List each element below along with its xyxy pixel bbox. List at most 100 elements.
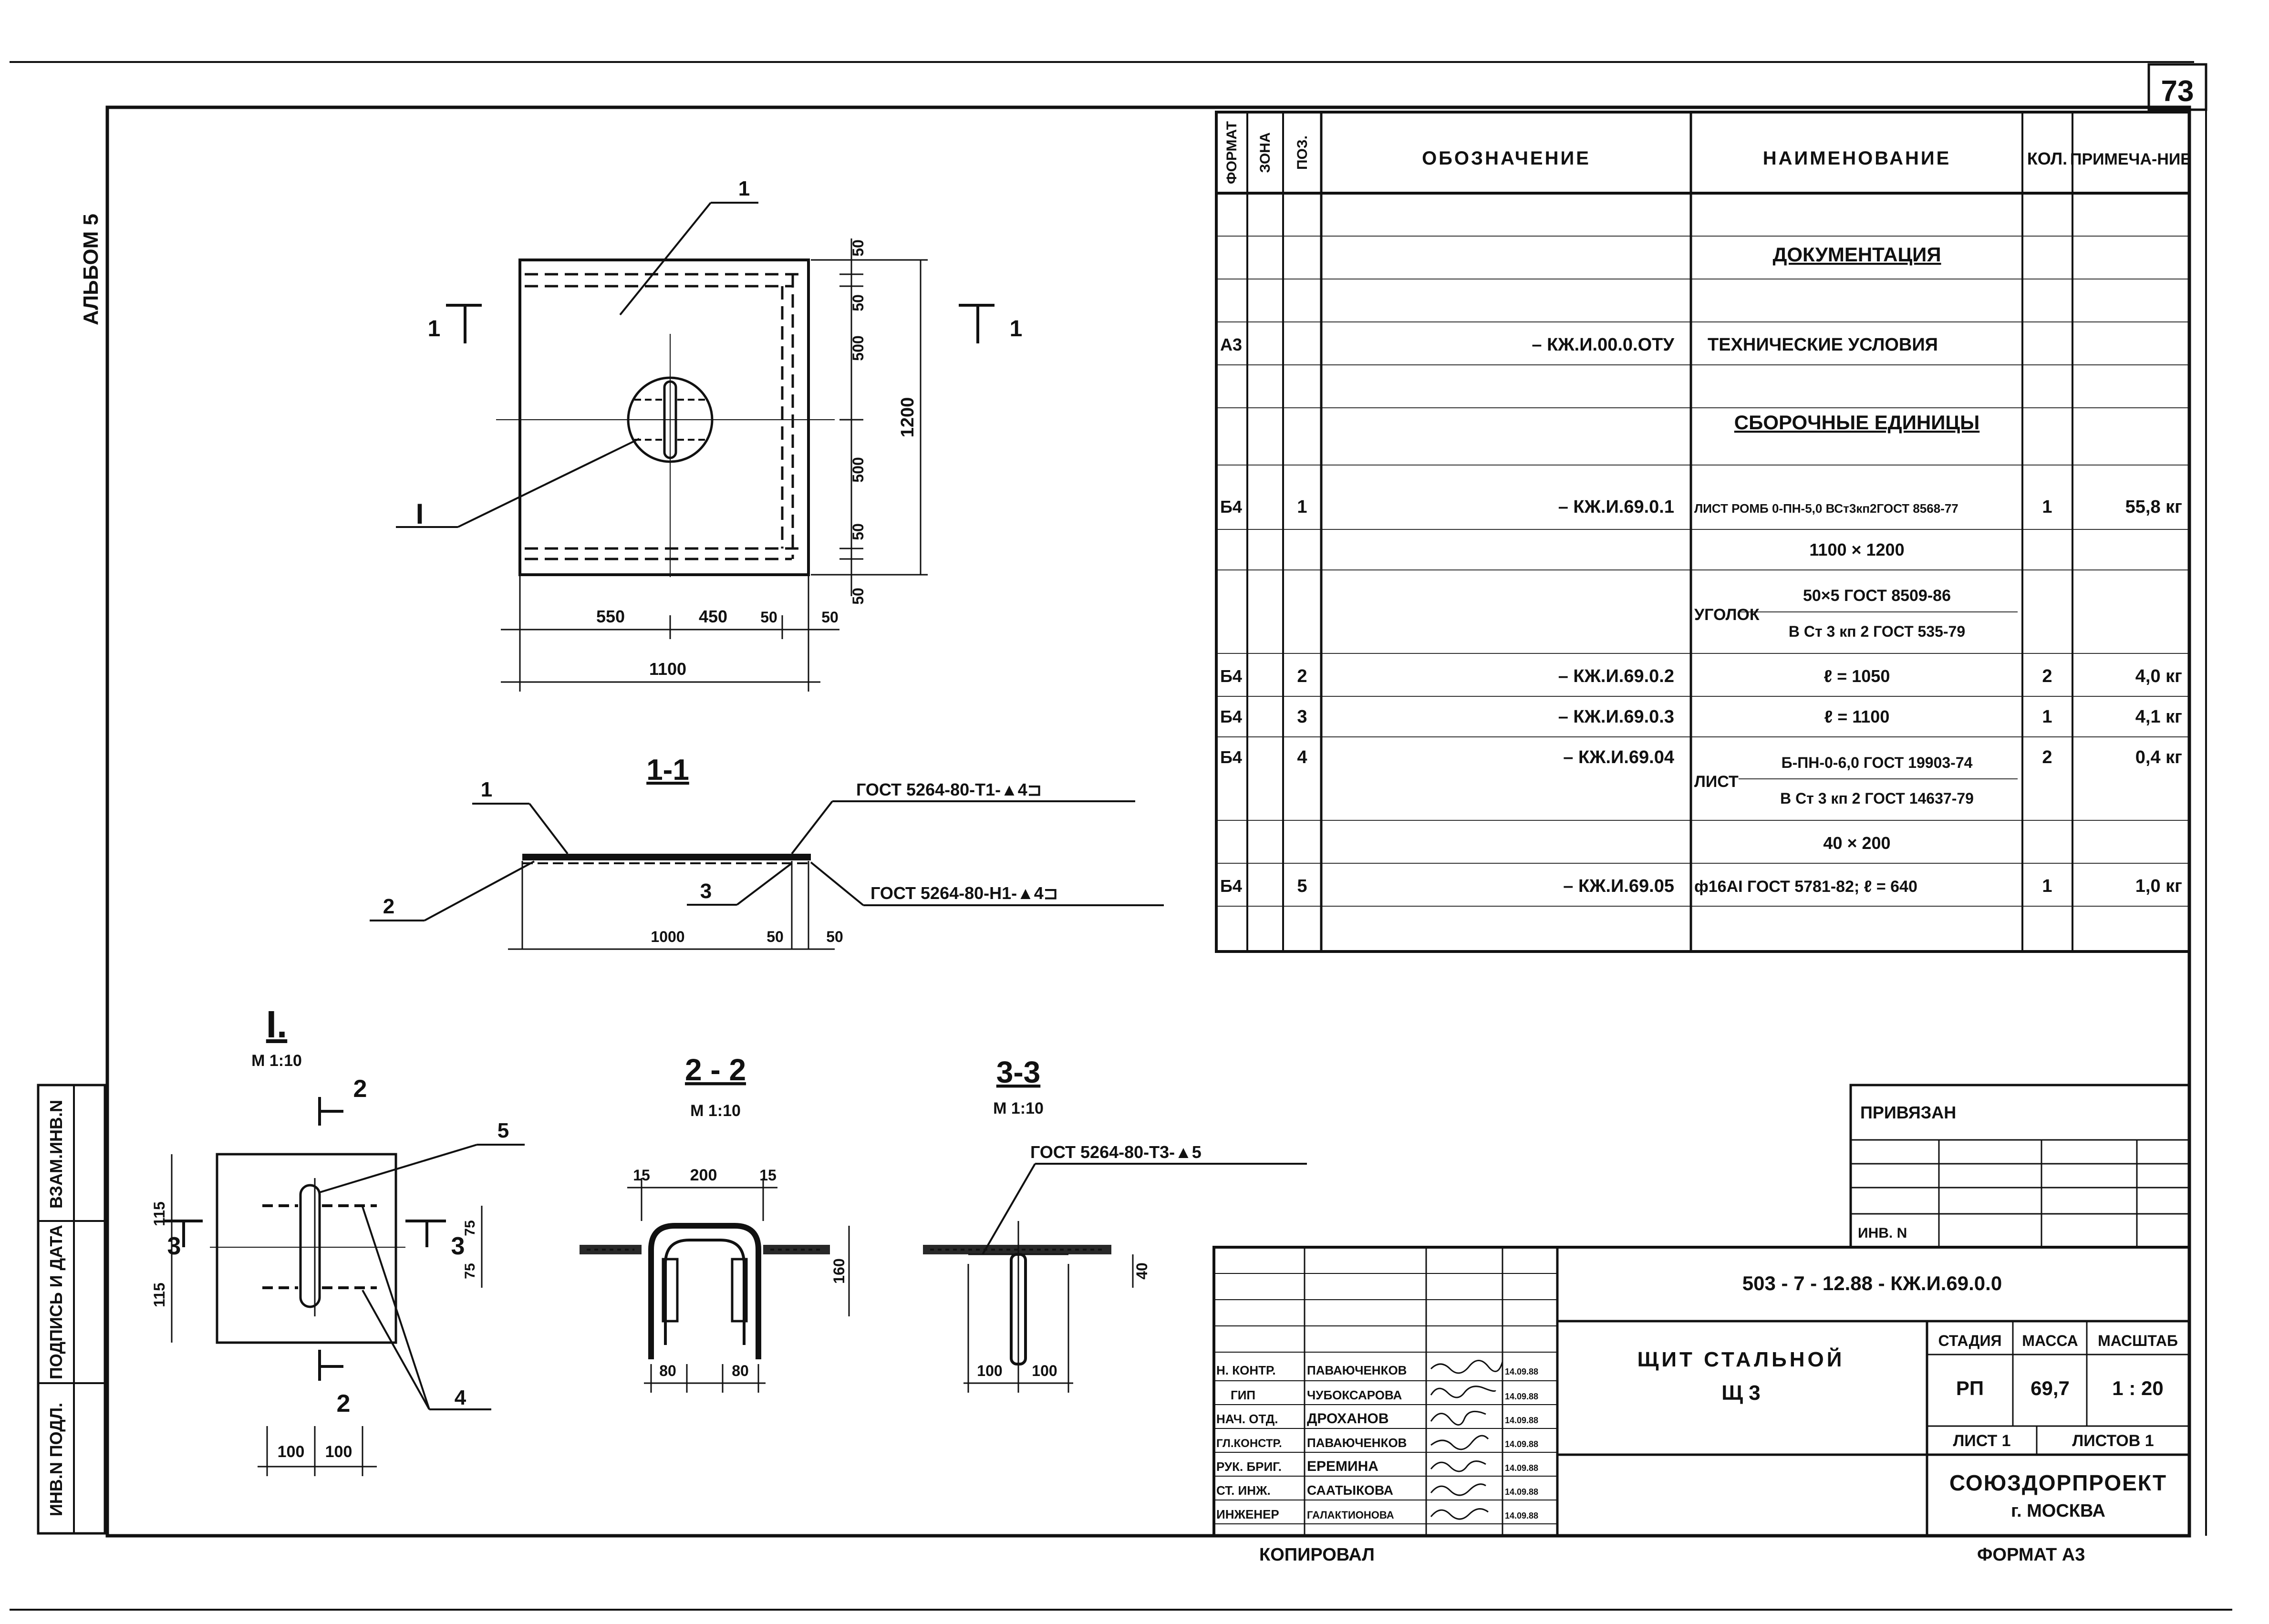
- spec-row-name: 40 × 200: [1823, 833, 1890, 853]
- drawing-title: ЩИТ СТАЛЬНОЙ: [1637, 1347, 1845, 1371]
- copied-by-label: КОПИРОВАЛ: [1259, 1545, 1375, 1565]
- section-3-3-dim-bottom: 100: [977, 1362, 1002, 1379]
- plan-section-mark-right: 1: [1010, 316, 1023, 341]
- plan-callout-1: 1: [738, 177, 750, 200]
- spec-row-qty: 1: [2042, 876, 2052, 896]
- weld-label-top: ГОСТ 5264-80-Т1-▲4⊐: [856, 780, 1042, 799]
- plan-node-mark: I: [416, 498, 424, 530]
- spec-row-format: Б4: [1220, 707, 1242, 726]
- spec-row-pos: 3: [1297, 707, 1307, 727]
- spec-row-format: Б4: [1220, 497, 1242, 517]
- signer-name: СААТЫКОВА: [1307, 1483, 1393, 1498]
- section-2-2: 2 - 2 М 1:10 15 200 15 160 80 80: [580, 1053, 850, 1393]
- plan-dim-total-width: 1100: [649, 659, 686, 679]
- signer-date: 14.09.88: [1505, 1463, 1538, 1473]
- drawing-subtitle: Щ 3: [1721, 1381, 1761, 1405]
- spec-row-name: ЛИСТ РОМБ 0-ПН-5,0 ВСт3кп2ГОСТ 8568-77: [1694, 501, 1958, 516]
- stage-value: РП: [1956, 1377, 1984, 1399]
- signer-role: ИНЖЕНЕР: [1216, 1507, 1279, 1521]
- node-I-dim-bottom: 100: [325, 1443, 352, 1461]
- sheet-frame: 73 АЛЬБОМ 5: [10, 61, 2232, 1611]
- node-I-mark: 2: [353, 1075, 367, 1103]
- section-1-1-callout: 1: [481, 778, 492, 801]
- specification-table: ФОРМАТ ЗОНА ПОЗ. ОБОЗНАЧЕНИЕ НАИМЕНОВАНИ…: [1215, 111, 2191, 953]
- plan-dim-right: 50: [850, 588, 867, 605]
- plan-dim-total-height: 1200: [898, 397, 918, 438]
- spec-row-name-top: 50×5 ГОСТ 8509-86: [1803, 587, 1951, 605]
- signer-name: ПАВАЮЧЕНКОВ: [1307, 1436, 1407, 1450]
- node-I-dim-left: 115: [151, 1201, 168, 1226]
- signer-name: ЕРЕМИНА: [1307, 1458, 1378, 1474]
- scale-label: МАСШТАБ: [2098, 1332, 2178, 1349]
- spec-row-designation: – КЖ.И.69.0.3: [1558, 707, 1674, 727]
- mass-label: МАССА: [2022, 1332, 2078, 1349]
- signer-role: НАЧ. ОТД.: [1216, 1412, 1278, 1426]
- album-label: АЛЬБОМ 5: [79, 214, 103, 325]
- scale-value: 1 : 20: [2112, 1377, 2163, 1399]
- plan-dim-right: 500: [850, 335, 867, 361]
- signatures: [1430, 1360, 1503, 1520]
- drawing-code: 503 - 7 - 12.88 - КЖ.И.69.0.0: [1742, 1272, 2002, 1294]
- node-I-scale: М 1:10: [251, 1052, 302, 1070]
- weld-label-bottom: ГОСТ 5264-80-Н1-▲4⊐: [870, 883, 1058, 903]
- header-pos: ПОЗ.: [1295, 135, 1310, 170]
- spec-row-name-prefix: ЛИСТ: [1694, 773, 1739, 791]
- signer-date: 14.09.88: [1505, 1416, 1538, 1425]
- spec-row-qty: 1: [2042, 707, 2052, 727]
- section-3-3-dim-bottom: 100: [1032, 1362, 1057, 1379]
- node-I-mark: 3: [451, 1232, 465, 1260]
- spec-row-designation: – КЖ.И.69.0.2: [1558, 666, 1674, 686]
- inventory-label: ИНВ. N: [1858, 1225, 1907, 1241]
- section-1-1-dim: 50: [826, 928, 843, 945]
- spec-row-pos: 1: [1297, 497, 1307, 517]
- sheet-number: ЛИСТ 1: [1953, 1432, 2010, 1450]
- plan-section-mark-left: 1: [428, 316, 441, 341]
- node-I-callout: 5: [497, 1119, 509, 1142]
- signer-role: ГЛ.КОНСТР.: [1216, 1437, 1282, 1450]
- plan-dim-bottom: 50: [821, 609, 839, 626]
- section-3-3-title: 3-3: [996, 1055, 1041, 1089]
- format-label: ФОРМАТ А3: [1977, 1545, 2085, 1565]
- signer-name: ПАВАЮЧЕНКОВ: [1307, 1363, 1407, 1377]
- signer-role: Н. КОНТР.: [1216, 1363, 1276, 1377]
- section-2-2-dim-bottom: 80: [732, 1362, 749, 1379]
- spec-row-name: ℓ = 1100: [1824, 707, 1890, 726]
- spec-row-name: 1100 × 1200: [1809, 540, 1904, 559]
- header-designation: ОБОЗНАЧЕНИЕ: [1422, 148, 1591, 169]
- spec-row-qty: 1: [2042, 497, 2052, 517]
- section-2-2-dim-top: 200: [690, 1166, 717, 1184]
- section-3-3-scale: М 1:10: [993, 1099, 1044, 1117]
- side-stamp-inv: ИНВ.N ПОДЛ.: [46, 1403, 66, 1516]
- signer-date: 14.09.88: [1505, 1487, 1538, 1497]
- spec-row-note: 4,1 кг: [2135, 707, 2182, 727]
- spec-row-pos: 4: [1297, 747, 1307, 767]
- plan-dim-bottom: 450: [699, 607, 727, 626]
- signer-date: 14.09.88: [1505, 1511, 1538, 1521]
- spec-row-name: ТЕХНИЧЕСКИЕ УСЛОВИЯ: [1708, 335, 1938, 355]
- section-2-2-dim-top: 15: [759, 1167, 777, 1184]
- side-stamp: ИНВ.N ПОДЛ. ПОДПИСЬ И ДАТА ВЗАМ.ИНВ.N: [37, 1084, 106, 1535]
- section-2-2-dim-right: 160: [830, 1258, 848, 1283]
- spec-row-name-prefix: УГОЛОК: [1694, 606, 1760, 624]
- section-1-1-plate: [522, 854, 811, 860]
- signer-date: 14.09.88: [1505, 1392, 1538, 1401]
- spec-row-name: ℓ = 1050: [1824, 666, 1890, 686]
- node-I-dim-left: 115: [151, 1283, 168, 1307]
- signer-role: ГИП: [1231, 1388, 1255, 1402]
- header-qty: КОЛ.: [2027, 149, 2067, 168]
- spec-row-note: 0,4 кг: [2135, 747, 2182, 767]
- section-2-2-scale: М 1:10: [690, 1102, 741, 1120]
- spec-row-qty: 2: [2042, 747, 2052, 767]
- header-format: ФОРМАТ: [1224, 121, 1240, 184]
- spec-row-format: Б4: [1220, 666, 1242, 686]
- page-number: 73: [2161, 75, 2194, 108]
- signer-role: СТ. ИНЖ.: [1216, 1483, 1271, 1498]
- side-stamp-signature: ПОДПИСЬ И ДАТА: [46, 1225, 66, 1379]
- signer-date: 14.09.88: [1505, 1367, 1538, 1376]
- attached-label: ПРИВЯЗАН: [1860, 1103, 1956, 1122]
- node-I: I. М 1:10 2 2 3 3 5 4: [151, 1003, 525, 1476]
- mass-value: 69,7: [2031, 1377, 2070, 1399]
- spec-row-note: 55,8 кг: [2125, 497, 2182, 517]
- node-I-title: I.: [266, 1003, 287, 1045]
